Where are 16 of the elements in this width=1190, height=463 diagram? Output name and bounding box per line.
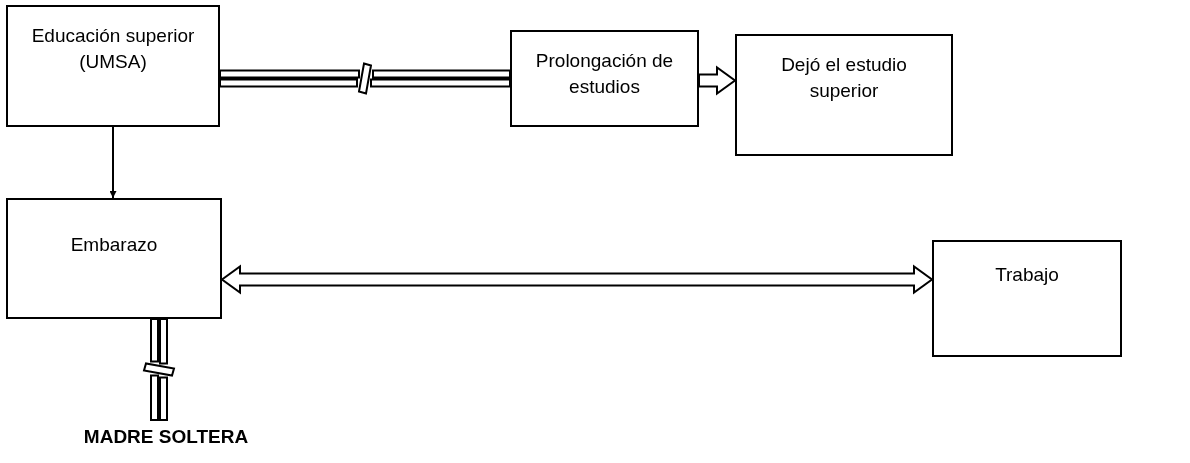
- box-label: Prolongación de estudios: [534, 49, 675, 100]
- box-label: Dejó el estudio superior: [780, 53, 908, 104]
- hollow-arrow: [698, 65, 737, 96]
- box-label: Educación superior (UMSA): [30, 24, 196, 75]
- broken-connector: [142, 318, 176, 421]
- process-box: [6, 5, 220, 127]
- arrow: [109, 126, 117, 199]
- hollow-arrow: [220, 264, 934, 295]
- broken-connector: [219, 62, 511, 95]
- node-label: MADRE SOLTERA: [82, 424, 250, 449]
- process-box: [932, 240, 1122, 357]
- process-box: [510, 30, 699, 127]
- box-label: Embarazo: [69, 233, 159, 257]
- process-box: [6, 198, 222, 319]
- box-label: Trabajo: [994, 263, 1060, 287]
- process-box: [735, 34, 953, 156]
